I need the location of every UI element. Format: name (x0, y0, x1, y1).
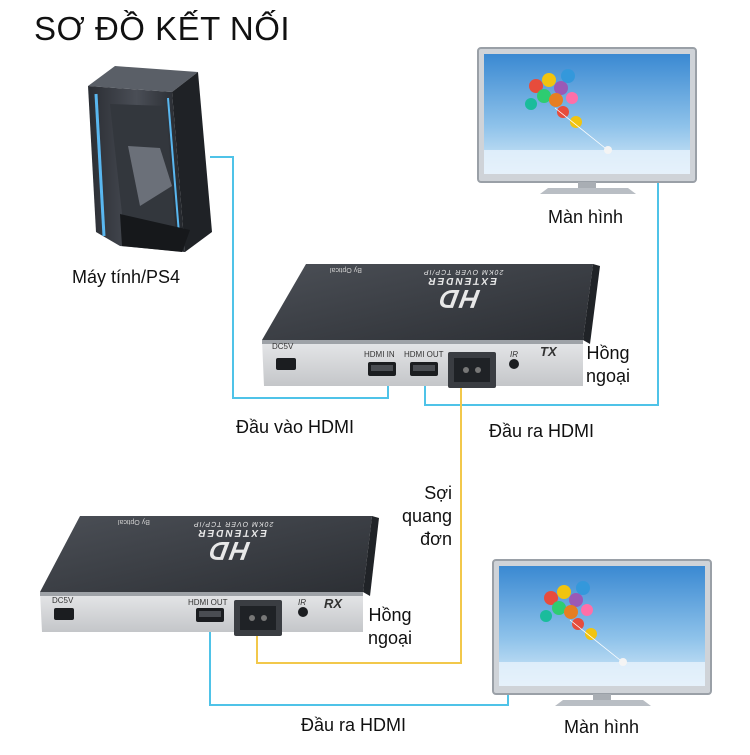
ir-rx-label-line1: Hồng (368, 604, 412, 627)
ir-tx-label-line2: ngoại (586, 365, 630, 388)
fiber-label-line2: quang (388, 505, 452, 528)
rx-model-line2: 20KM OVER TCP/IP (133, 520, 334, 527)
ir-tx-label: Hồng ngoại (586, 342, 630, 388)
computer-label: Máy tính/PS4 (72, 266, 180, 289)
hdmi-out-port (410, 362, 438, 376)
tx-logo: HD (356, 286, 561, 312)
hdmi-output-rx-label: Đầu ra HDMI (301, 714, 406, 737)
tx-model-line1: EXTENDER (361, 275, 563, 286)
monitor-top-label: Màn hình (548, 206, 623, 229)
tx-port-power-label: DC5V (272, 342, 293, 351)
fiber-connector (234, 600, 282, 636)
rx-port-power-label: DC5V (52, 596, 73, 605)
tx-port-hdmi-out-label: HDMI OUT (404, 350, 444, 359)
power-port (54, 608, 74, 620)
rx-port-hdmi-out-label: HDMI OUT (188, 598, 228, 607)
hdmi-input-label: Đầu vào HDMI (236, 416, 354, 439)
tx-mode: TX (540, 344, 557, 359)
fiber-connector (448, 352, 496, 388)
fiber-label: Sợi quang đơn (388, 482, 452, 551)
rx-model-line1: EXTENDER (131, 527, 333, 538)
tx-port-ir-label: IR (510, 350, 518, 359)
rx-mode: RX (324, 596, 342, 611)
hdmi-in-port (368, 362, 396, 376)
ir-port (298, 607, 308, 617)
hdmi-output-tx-label: Đầu ra HDMI (489, 420, 594, 443)
monitor-bottom-label: Màn hình (564, 716, 639, 739)
ir-rx-label-line2: ngoại (368, 627, 412, 650)
rx-brand: By Optical (118, 518, 150, 525)
ir-port (509, 359, 519, 369)
tv-monitor-icon (478, 48, 696, 194)
fiber-label-line1: Sợi (388, 482, 452, 505)
tv-monitor-icon (493, 560, 711, 706)
power-port (276, 358, 296, 370)
ir-rx-label: Hồng ngoại (368, 604, 412, 650)
page-title: SƠ ĐỒ KẾT NỐI (34, 10, 290, 48)
tx-model-line2: 20KM OVER TCP/IP (363, 268, 564, 275)
rx-port-ir-label: IR (298, 598, 306, 607)
gaming-pc-tower-icon (88, 66, 212, 252)
hdmi-out-port (196, 608, 224, 622)
fiber-label-line3: đơn (388, 528, 452, 551)
rx-logo: HD (126, 538, 331, 564)
tx-brand: By Optical (330, 266, 362, 273)
ir-tx-label-line1: Hồng (586, 342, 630, 365)
tx-port-hdmi-in-label: HDMI IN (364, 350, 395, 359)
